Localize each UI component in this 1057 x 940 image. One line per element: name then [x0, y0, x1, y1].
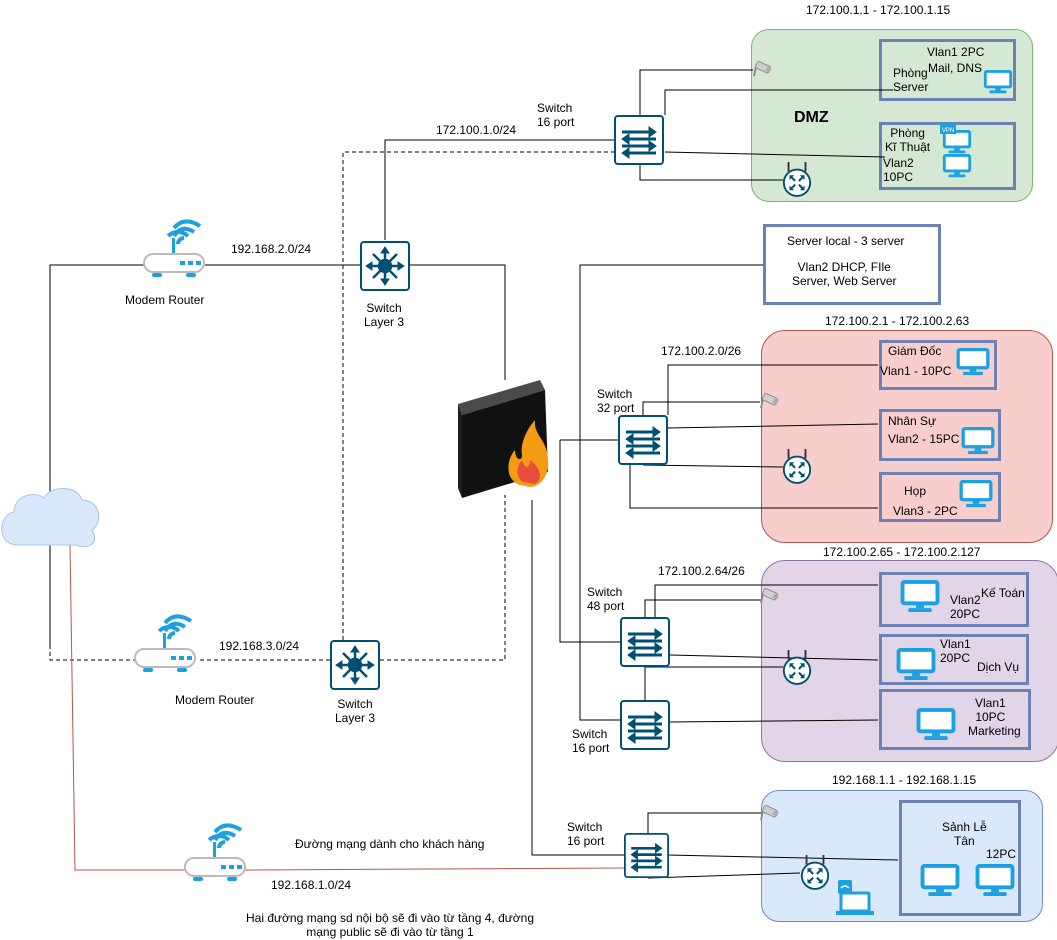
hr-pc-icon — [961, 427, 995, 455]
lobby-name-label: Sảnh Lễ Tân — [942, 820, 987, 848]
red-switch-label: Switch 32 port — [597, 387, 635, 415]
dashed-links — [49, 151, 614, 661]
accounting-vlan-label: Vlan2 20PC — [950, 593, 981, 621]
purple-range-label: 172.100.2.65 - 172.100.2.127 — [823, 545, 981, 559]
server-pc-icon — [983, 70, 1013, 94]
guest-access-point-icon — [800, 854, 830, 890]
guest-zone — [761, 790, 1043, 922]
red-range-label: 172.100.2.1 - 172.100.2.63 — [825, 314, 970, 328]
server-room-vlan-label: Vlan1 2PC — [927, 45, 985, 59]
guest-switch-icon — [624, 833, 669, 878]
server-local-detail: Vlan2 DHCP, FIle Server, Web Server — [792, 260, 897, 288]
l3-switch-bottom-icon — [330, 640, 380, 690]
l3-switch-bottom-label: Switch Layer 3 — [335, 697, 376, 725]
red-switch-icon — [618, 415, 668, 465]
dmz-camera-icon — [753, 60, 773, 78]
guest-switch-label: Switch 16 port — [567, 820, 605, 848]
tech-pc-vpn-icon — [942, 130, 972, 154]
purple-switch-48-label: Switch 48 port — [587, 585, 625, 613]
guest-camera-icon — [760, 804, 780, 822]
meeting-vlan-label: Vlan3 - 2PC — [893, 504, 958, 518]
bottom-router-subnet-label: 192.168.3.0/24 — [219, 639, 300, 653]
red-camera-icon — [760, 392, 780, 410]
hr-vlan-label: Vlan2 - 15PC — [888, 432, 960, 446]
purple-switch-16-label: Switch 16 port — [572, 727, 610, 755]
service-box — [879, 634, 1029, 685]
lobby-box — [899, 800, 1021, 916]
tech-room-name-label: Phòng Kĩ Thuật — [885, 126, 931, 154]
dmz-switch-label: Switch 16 port — [537, 101, 575, 129]
internet-cloud-icon — [1, 488, 100, 548]
dmz-title: DMZ — [794, 109, 829, 126]
guest-range-label: 192.168.1.1 - 192.168.1.15 — [832, 773, 977, 787]
guest-laptop-icon — [836, 880, 874, 915]
server-room-name-label: Phòng Server — [893, 66, 929, 94]
modem-router-top-icon — [142, 219, 206, 278]
marketing-name-label: Marketing — [968, 724, 1021, 738]
server-local-title: Server local - 3 server — [787, 234, 905, 248]
purple-switch-16-icon — [620, 700, 670, 750]
meeting-pc-icon — [959, 480, 993, 508]
top-router-subnet-label: 192.168.2.0/24 — [231, 242, 312, 256]
marketing-box — [879, 689, 1031, 750]
red-access-point-icon — [782, 448, 812, 484]
purple-switch-48-icon — [620, 617, 670, 667]
service-vlan-label: Vlan1 20PC — [940, 637, 971, 665]
guest-line-label: Đường mạng dành cho khách hàng — [295, 837, 485, 851]
dmz-access-point-icon — [782, 161, 812, 197]
network-note: Hai đường mạng sd nội bộ sẽ đi vào từ tầ… — [246, 911, 535, 939]
tech-room-box — [879, 122, 1016, 190]
guest-router-icon — [183, 823, 247, 882]
director-pc-icon — [956, 348, 990, 376]
red-subnet-label: 172.100.2.0/26 — [661, 344, 742, 358]
lobby-pc-1-icon — [923, 866, 958, 896]
guest-subnet-label: 192.168.1.0/24 — [271, 878, 352, 892]
director-vlan-label: Vlan1 - 10PC — [880, 364, 952, 378]
hr-box — [879, 409, 1001, 461]
guest-link-switch — [244, 867, 625, 871]
purple-camera-icon — [760, 587, 780, 605]
lobby-pc-2-icon — [978, 866, 1013, 896]
director-name-label: Giám Đốc — [888, 344, 942, 358]
l3-switch-top-label: Switch Layer 3 — [364, 301, 405, 329]
modem-router-bottom-icon — [133, 614, 197, 673]
meeting-name-label: Họp — [904, 484, 927, 498]
server-room-services-label: Mail, DNS — [928, 61, 983, 75]
l3-switch-top-icon — [360, 241, 410, 291]
purple-access-point-icon — [782, 649, 812, 685]
accounting-pc-icon — [903, 582, 938, 612]
top-router-label: Modem Router — [125, 293, 205, 307]
director-box — [879, 340, 997, 390]
service-name-label: Dịch Vụ — [977, 660, 1020, 674]
tech-room-vlan-label: Vlan2 10PC — [883, 156, 914, 184]
dmz-switch-icon — [614, 115, 664, 165]
marketing-pc-icon — [919, 710, 954, 740]
dmz-subnet-label: 172.100.1.0/24 — [436, 123, 517, 137]
lobby-count-label: 12PC — [986, 847, 1017, 861]
server-room-box — [879, 39, 1016, 101]
accounting-name-label: Kế Toán — [981, 586, 1025, 600]
service-pc-icon — [899, 650, 934, 680]
purple-subnet-label: 172.100.2.64/26 — [658, 564, 745, 578]
accounting-box — [879, 572, 1029, 627]
server-local-box — [763, 224, 941, 305]
marketing-vlan-label: Vlan1 10PC — [975, 696, 1006, 724]
vpn-badge-icon — [940, 124, 956, 134]
firewall-icon — [458, 380, 549, 498]
bottom-router-label: Modem Router — [175, 693, 255, 707]
dmz-range-label: 172.100.1.1 - 172.100.1.15 — [806, 3, 951, 17]
meeting-box — [879, 472, 1001, 522]
guest-link — [69, 544, 185, 871]
hr-name-label: Nhân Sự — [888, 414, 937, 428]
tech-pc-icon — [942, 154, 972, 178]
vpn-badge-text: VPN — [942, 128, 954, 134]
